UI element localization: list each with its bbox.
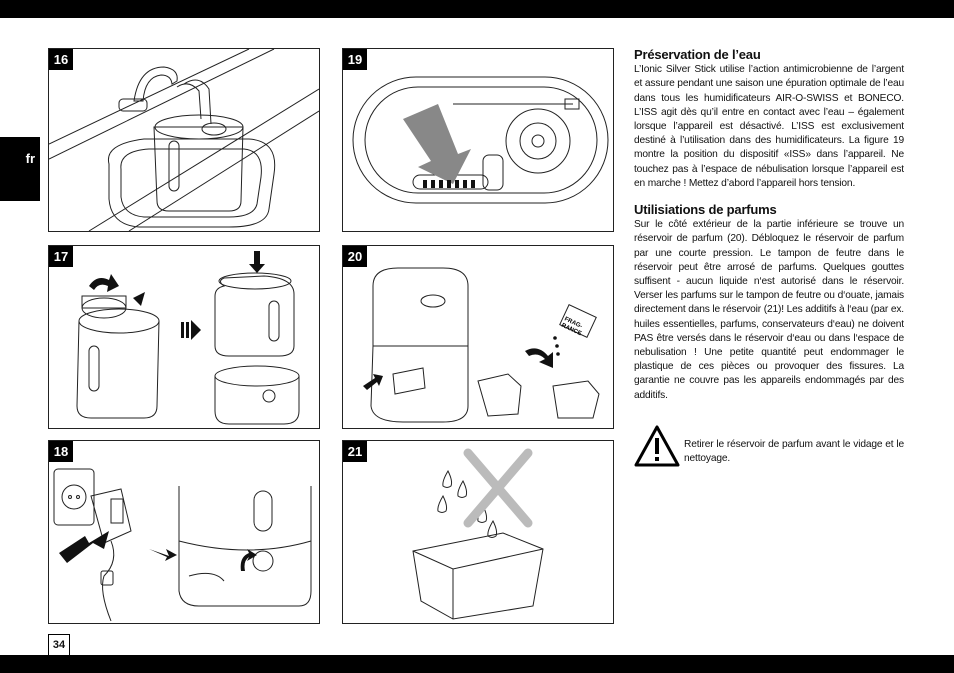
figure-number: 18: [49, 441, 73, 462]
top-bar: [0, 0, 954, 18]
section-body-fragrances: Sur le côté extérieur de la partie infér…: [634, 219, 904, 401]
warning-triangle-icon: [634, 425, 680, 467]
section-body-water-preservation: L’Ionic Silver Stick utilise l’action an…: [634, 64, 904, 189]
figure-number: 16: [49, 49, 73, 70]
power-plug-illustration: [53, 468, 312, 622]
tank-assembly-illustration: [76, 251, 300, 425]
figure-number: 19: [343, 49, 367, 70]
figure-19: 19: [342, 48, 614, 232]
figure-number: 17: [49, 246, 73, 267]
page-number: 34: [48, 634, 70, 655]
fragrance-reservoir-illustration: FRAG- RANCE: [363, 267, 600, 423]
figure-20: 20 FRAG- RANCE: [342, 245, 614, 429]
text-column: Préservation de l’eau L’Ionic Silver Sti…: [634, 47, 904, 403]
section-title-water-preservation: Préservation de l’eau: [634, 47, 761, 62]
iss-position-illustration: [352, 76, 609, 204]
figure-number: 21: [343, 441, 367, 462]
figure-21: 21: [342, 440, 614, 624]
prohibited-pouring-illustration: [412, 448, 544, 620]
warning-text: Retirer le réservoir de parfum avant le …: [684, 439, 904, 465]
figure-17: 17: [48, 245, 320, 429]
figure-number: 20: [343, 246, 367, 267]
fragrance-bottle-label: FRAG- RANCE: [560, 316, 585, 337]
figure-16: 16: [48, 48, 320, 232]
section-title-fragrances: Utilisiations de parfums: [634, 202, 777, 218]
sink-faucet-illustration: [49, 49, 319, 231]
language-tab: fr: [0, 137, 40, 201]
bottom-bar: [0, 655, 954, 673]
figure-18: 18: [48, 440, 320, 624]
